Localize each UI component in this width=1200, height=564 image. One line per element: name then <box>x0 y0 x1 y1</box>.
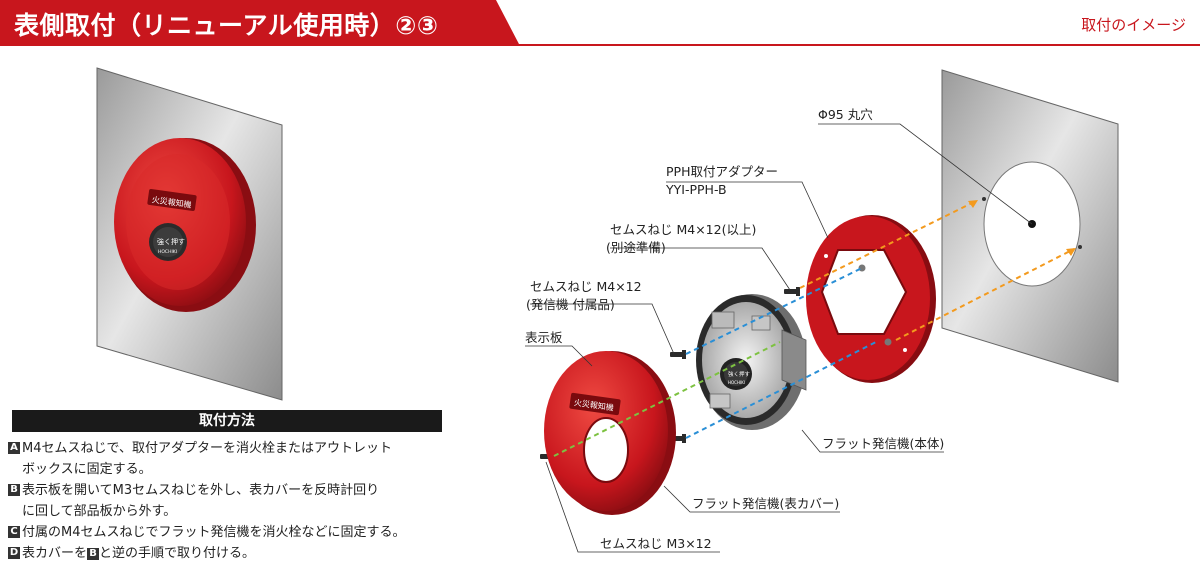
callout-screw-m4x12: セムスねじ M4×12 <box>530 279 642 294</box>
alignment-arrows <box>553 200 1076 457</box>
adapter-ring <box>806 215 936 383</box>
method-steps: A M4セムスねじで、取付アダプターを消火栓またはアウトレット ボックスに固定す… <box>8 438 468 564</box>
method-title: 取付方法 <box>12 410 442 432</box>
right-wall-panel <box>941 69 1119 383</box>
callout-plate: 表示板 <box>525 330 563 345</box>
left-device: 火災報知機 強く押す HOCHIKI <box>114 138 256 312</box>
front-cover: 火災報知機 <box>544 351 676 515</box>
callout-adapter-name: PPH取付アダプター <box>666 164 778 179</box>
callout-screw-m4x12-plus-note: (別途準備) <box>606 240 666 255</box>
page-title: 表側取付（リニューアル使用時）②③ <box>14 11 439 40</box>
transmitter-body: 強く押す HOCHIKI <box>696 294 807 430</box>
step-badge: B <box>8 484 20 496</box>
callout-adapter-model: YYI-PPH-B <box>666 182 727 197</box>
step-text: 付属のM4セムスねじでフラット発信機を消火栓などに固定する。 <box>22 525 406 540</box>
screw-m4x12-plus <box>784 287 800 296</box>
step-text-cont: ボックスに固定する。 <box>22 462 152 477</box>
page-subtitle: 取付のイメージ <box>1081 16 1186 34</box>
step-badge: D <box>8 547 20 559</box>
step-text: 表カバーを <box>22 546 88 561</box>
method-step: A M4セムスねじで、取付アダプターを消火栓またはアウトレット ボックスに固定す… <box>8 438 468 480</box>
callout-hole: Φ95 丸穴 <box>818 107 873 122</box>
body-brand: HOCHIKI <box>728 380 745 385</box>
method-step: C 付属のM4セムスねじでフラット発信機を消火栓などに固定する。 <box>8 522 468 543</box>
step-text-cont: に回して部品板から外す。 <box>22 504 177 519</box>
step-text: 表示板を開いてM3セムスねじを外し、表カバーを反時計回り <box>22 483 380 498</box>
step-text: M4セムスねじで、取付アダプターを消火栓またはアウトレット <box>22 441 392 456</box>
left-device-button-label: 強く押す <box>157 237 185 246</box>
step-badge: A <box>8 442 20 454</box>
step-ref-badge: B <box>87 548 100 560</box>
left-device-brand: HOCHIKI <box>158 249 177 255</box>
header-banner <box>0 0 520 46</box>
callout-leaders <box>525 123 1033 553</box>
step-text-rest: と逆の手順で取り付ける。 <box>99 546 256 561</box>
callout-screw-m4x12-note: (発信機 付属品) <box>526 297 615 312</box>
callout-transmitter-cover: フラット発信機(表カバー) <box>692 496 840 511</box>
step-badge: C <box>8 526 20 538</box>
callout-transmitter-body: フラット発信機(本体) <box>822 436 945 451</box>
method-step: B 表示板を開いてM3セムスねじを外し、表カバーを反時計回り に回して部品板から… <box>8 480 468 522</box>
header-divider <box>0 44 1200 46</box>
callout-screw-m4x12-plus: セムスねじ M4×12(以上) <box>610 222 757 237</box>
body-button-label: 強く押す <box>728 370 751 378</box>
callout-screw-m3x12: セムスねじ M3×12 <box>600 536 712 551</box>
